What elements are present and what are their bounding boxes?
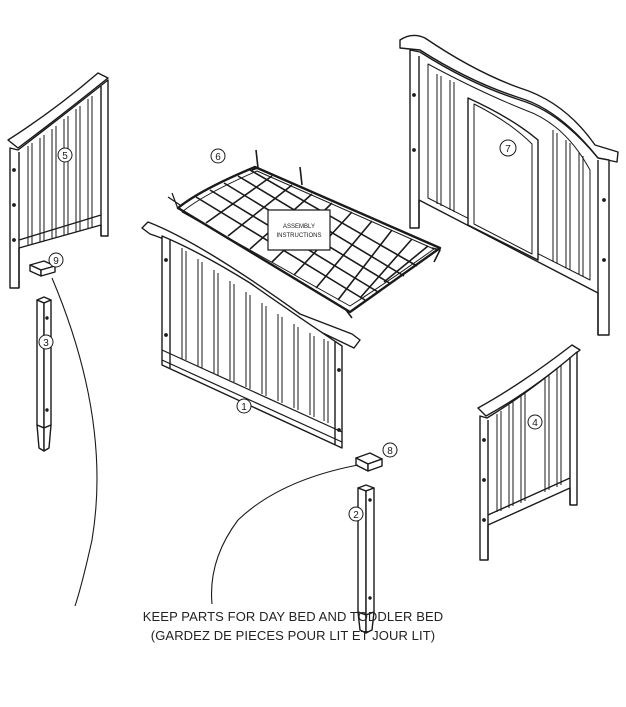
side-rail	[141, 221, 361, 449]
callout-circle-9	[48, 252, 64, 268]
callout-circle-5	[57, 147, 73, 163]
block-8	[355, 452, 383, 472]
part-label-1: 1	[241, 402, 247, 413]
end-panel-left	[7, 72, 109, 289]
end-panel-right	[477, 344, 581, 561]
part-label-5: 5	[62, 151, 68, 162]
leg-right	[357, 484, 375, 634]
callout-circle-2	[348, 506, 364, 522]
part-label-6: 6	[215, 152, 221, 163]
leg-left	[36, 296, 52, 452]
part-label-2: 2	[353, 510, 359, 521]
leader-line-right	[210, 464, 359, 605]
callout-circle-3	[38, 334, 54, 350]
callout-circle-1	[236, 398, 252, 414]
callout-circle-7	[499, 139, 517, 157]
packet-text-line1: ASSEMBLY	[283, 224, 315, 230]
callout-circle-4	[527, 414, 543, 430]
headboard	[399, 34, 619, 336]
callout-circle-6	[210, 148, 226, 164]
caption-french: (GARDEZ DE PIECES POUR LIT ET JOUR LIT)	[150, 628, 436, 643]
packet-text-line2: INSTRUCTIONS	[277, 233, 322, 239]
part-label-3: 3	[43, 338, 49, 349]
caption-english: KEEP PARTS FOR DAY BED AND TODDLER BED	[142, 609, 444, 624]
part-label-4: 4	[532, 418, 538, 429]
leader-line-left	[51, 277, 98, 607]
part-label-9: 9	[53, 256, 59, 267]
mattress-spring	[167, 149, 442, 319]
callout-circle-8	[382, 442, 398, 458]
instructions-packet	[267, 209, 331, 251]
part-label-8: 8	[387, 446, 393, 457]
part-label-7: 7	[505, 144, 511, 155]
